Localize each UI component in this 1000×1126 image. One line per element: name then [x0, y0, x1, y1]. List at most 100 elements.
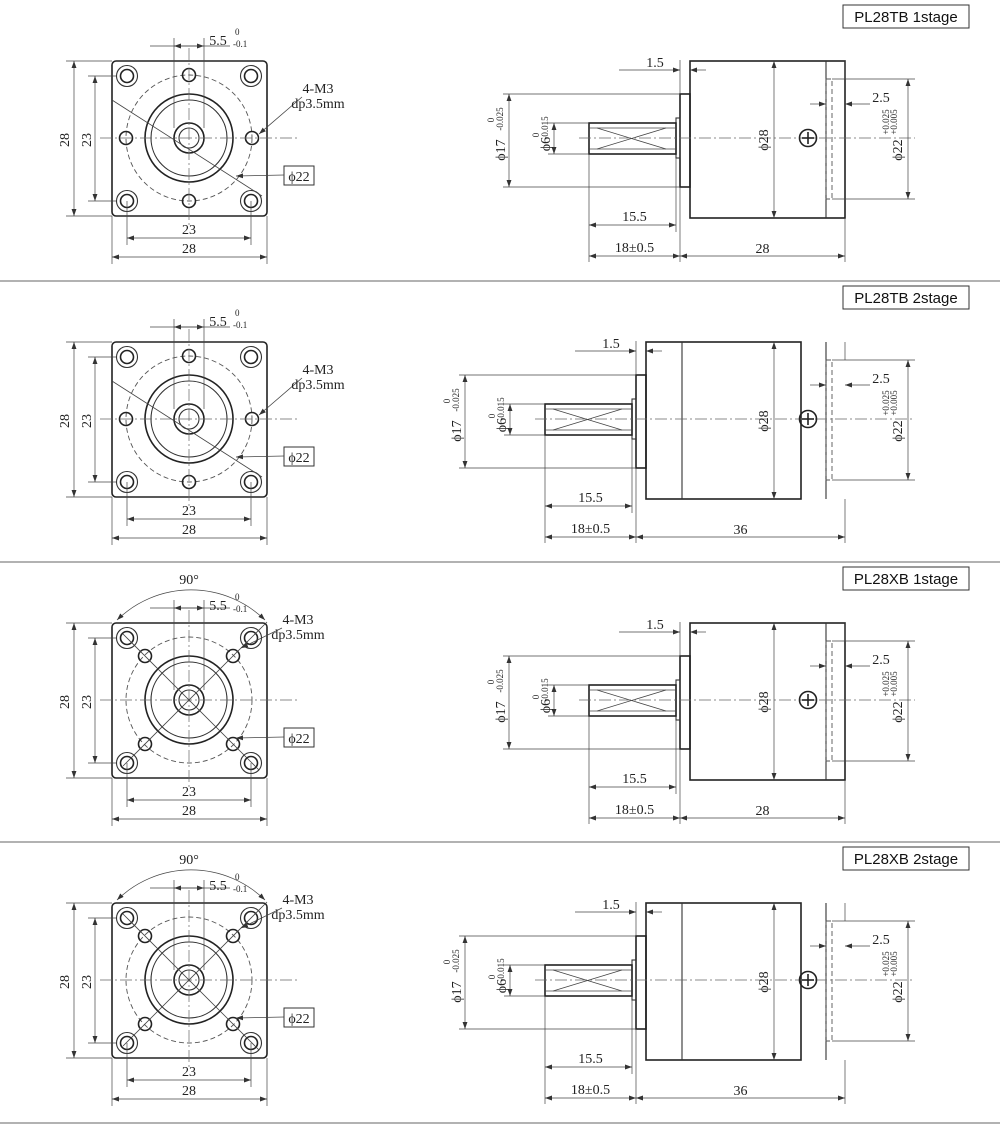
bolt-circle-box	[283, 446, 315, 467]
thread-leader	[258, 96, 303, 135]
shaft-tol-top: 0	[531, 132, 541, 137]
output-shaft	[544, 964, 633, 997]
angle-value: 90°	[179, 573, 199, 588]
bolt-circle-value: ϕ22	[288, 732, 309, 747]
output-pilot-step	[635, 935, 647, 1030]
shaft-tol-bottom: -0.015	[540, 678, 550, 702]
motor-pilot-recess	[825, 359, 833, 481]
m3-threaded-hole	[137, 736, 153, 752]
gearbox-body	[645, 902, 802, 1061]
motor-pilot-tol-top: +0.025	[881, 951, 891, 977]
output-pilot-step	[635, 374, 647, 469]
output-pilot-step	[679, 93, 691, 188]
shaft-length-value: 15.5	[578, 1052, 603, 1067]
shaft-tol-bottom: -0.015	[496, 958, 506, 982]
shaft-tol-bottom: -0.015	[496, 397, 506, 421]
model-label-box	[842, 566, 970, 591]
flange-thickness-value: 1.5	[602, 337, 620, 352]
diagonal-leader-1	[111, 380, 263, 478]
diagonal-leader-1	[122, 913, 260, 1051]
width-inner-value: 23	[182, 785, 196, 800]
shaft-total-value: 18±0.5	[571, 1083, 610, 1098]
pilot-tol-top: 0	[486, 679, 496, 684]
height-outer-value: 28	[58, 414, 73, 428]
screw-icon	[798, 409, 818, 429]
motor-pilot-depth-value: 2.5	[872, 372, 890, 387]
corner-hole-counterbore	[115, 345, 139, 369]
height-outer-value: 28	[58, 695, 73, 709]
diagonal-leader-2	[122, 621, 268, 767]
m3-threaded-hole	[225, 736, 241, 752]
thread-leader	[258, 377, 303, 416]
m3-threaded-hole	[137, 928, 153, 944]
pilot-tol-top: 0	[442, 959, 452, 964]
corner-hole-counterbore	[115, 64, 139, 88]
shaft-tol-top: 0	[531, 694, 541, 699]
corner-hole	[243, 910, 259, 926]
m3-threaded-hole	[137, 648, 153, 664]
width-outer-value: 28	[182, 1084, 196, 1099]
motor-pilot-tol-top: +0.025	[881, 390, 891, 416]
height-inner-value: 23	[80, 133, 95, 147]
shaft-length-value: 15.5	[622, 210, 647, 225]
corner-hole	[119, 68, 135, 84]
body-length-value: 36	[734, 1084, 748, 1099]
model-label-box	[842, 4, 970, 29]
body-dia-value: ϕ28	[757, 129, 772, 150]
pilot-dia-value: ϕ17	[494, 139, 509, 160]
width-inner-value: 23	[182, 223, 196, 238]
flange-outline	[111, 622, 268, 779]
motor-pilot-depth-value: 2.5	[872, 933, 890, 948]
corner-hole-counterbore	[115, 906, 139, 930]
width-inner-value: 23	[182, 504, 196, 519]
keyway-tol-top: 0	[235, 592, 240, 602]
width-outer-value: 28	[182, 242, 196, 257]
body-length-value: 28	[756, 242, 770, 257]
keyway-value: 5.5	[209, 315, 227, 330]
output-shaft	[544, 403, 633, 436]
height-inner-value: 23	[80, 975, 95, 989]
width-outer-value: 28	[182, 523, 196, 538]
shaft-cross-2	[552, 969, 623, 992]
depth-label: dp3.5mm	[291, 97, 344, 112]
motor-pilot-depth-value: 2.5	[872, 91, 890, 106]
shaft-total-value: 18±0.5	[571, 522, 610, 537]
height-inner-value: 23	[80, 695, 95, 709]
diagonal-leader-1	[122, 633, 260, 771]
m3-threaded-hole	[225, 1016, 241, 1032]
keyway-tol-bottom: -0.1	[233, 884, 247, 894]
width-inner-value: 23	[182, 1065, 196, 1080]
shaft-total-value: 18±0.5	[615, 803, 654, 818]
shaft-cross-2	[596, 127, 667, 150]
corner-hole-counterbore	[239, 345, 263, 369]
corner-hole	[243, 630, 259, 646]
keyway-tol-top: 0	[235, 27, 240, 37]
pilot-dia-value: ϕ17	[494, 701, 509, 722]
output-shaft	[588, 122, 677, 155]
shaft-total-value: 18±0.5	[615, 241, 654, 256]
pilot-dia-value: ϕ17	[450, 981, 465, 1002]
keyway-tol-top: 0	[235, 872, 240, 882]
shaft-cross-2	[552, 408, 623, 431]
thread-label: 4-M3	[302, 82, 333, 97]
keyway-value: 5.5	[209, 879, 227, 894]
pilot-tol-bottom: -0.025	[451, 949, 461, 973]
shaft-cross-2	[596, 689, 667, 712]
height-outer-value: 28	[58, 975, 73, 989]
thread-label: 4-M3	[302, 363, 333, 378]
depth-label: dp3.5mm	[291, 378, 344, 393]
shaft-dia-value: ϕ6	[539, 699, 554, 713]
motor-pilot-depth-value: 2.5	[872, 653, 890, 668]
diagonal-leader-1	[111, 99, 263, 197]
motor-pilot-tol-bottom: +0.005	[889, 109, 899, 135]
pilot-tol-bottom: -0.025	[495, 669, 505, 693]
corner-hole-counterbore	[239, 64, 263, 88]
shaft-dia-value: ϕ6	[495, 418, 510, 432]
model-label: PL28TB 2stage	[854, 290, 957, 307]
